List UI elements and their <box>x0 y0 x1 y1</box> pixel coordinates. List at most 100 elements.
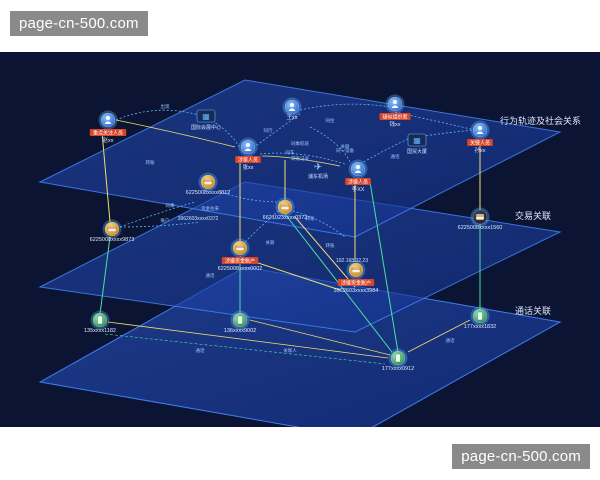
person-icon <box>104 116 112 124</box>
node-label: 张xx <box>242 163 253 171</box>
node-label: 136xxxx9002 <box>224 328 256 334</box>
edge-label: 通话 <box>391 153 400 160</box>
place-label: 国贸大厦 <box>407 148 427 155</box>
node-label: 钱xx <box>389 120 400 128</box>
svg-text:涉嫌人员: 涉嫌人员 <box>348 179 368 186</box>
node-card[interactable]: 6225008xxxx1560 <box>458 207 503 232</box>
node-card[interactable]: 6225008xxxx8812 <box>186 172 231 197</box>
node-tag: 关键人员 <box>467 139 493 147</box>
edge-label: 转账 <box>306 215 315 222</box>
relationship-graph-canvas: 行为轨迹及社会关系 交易关联 通话关联 <box>0 52 600 427</box>
edge-label: 同乘 <box>166 202 175 209</box>
edge-label: 同车 <box>286 149 295 156</box>
svg-text:涉嫌资金账户: 涉嫌资金账户 <box>225 258 255 265</box>
place-node[interactable]: ✈ 浦东机场 <box>308 162 328 180</box>
bank-card-icon <box>351 266 361 273</box>
node-label: 177xxxx1832 <box>464 324 496 330</box>
node-label: 6621023xxxx0372 <box>263 215 308 221</box>
node-tag: 疑似组织者 <box>379 113 411 121</box>
svg-text:重点关注人员: 重点关注人员 <box>93 130 123 137</box>
node-label: 6225008xxxx9873 <box>90 237 135 243</box>
svg-text:涉嫌资金账户: 涉嫌资金账户 <box>341 280 371 287</box>
layer-trade-plane <box>38 181 562 333</box>
svg-text:疑似组织者: 疑似组织者 <box>382 114 407 121</box>
node-phone[interactable]: 177xxxx0912 <box>382 348 414 373</box>
node-tag: 涉嫌资金账户 <box>221 257 259 265</box>
edge-labels: 出现同行同住通话转账关联同车同乘航班转账记录同一设备账户同乘资金往来转账通话关联… <box>146 103 455 354</box>
node-label: 李XX <box>352 185 365 193</box>
watermark-top: page-cn-500.com <box>10 11 148 36</box>
edge-label: 同行 <box>264 127 273 134</box>
node-tag: 涉嫌资金账户 <box>337 279 375 287</box>
bank-card-icon <box>235 244 245 251</box>
edge-label: 转账 <box>146 159 155 166</box>
relationship-graph: 行为轨迹及社会关系 交易关联 通话关联 <box>38 79 581 427</box>
bank-card-icon <box>475 213 485 220</box>
node-label: 3962603xxxx3984 <box>334 288 379 294</box>
node-label: 孙xx <box>474 146 485 154</box>
node-label: 135xxxx1182 <box>84 328 116 334</box>
svg-text:关键人员: 关键人员 <box>470 140 490 147</box>
node-phone[interactable]: 136xxxx9002 <box>224 310 256 335</box>
node-tag: 重点关注人员 <box>89 129 127 137</box>
node-label: 6225008xxxx0002 <box>218 266 263 272</box>
edge-label: 通话 <box>196 347 205 354</box>
node-label: 6225008xxxx8812 <box>186 190 231 196</box>
bank-card-icon <box>203 178 213 185</box>
node-label: 6225008xxxx1560 <box>458 225 503 231</box>
building-icon: ▦ <box>202 112 210 121</box>
person-icon <box>476 126 484 134</box>
building-icon: ▦ <box>413 136 421 145</box>
edge-label: 通话 <box>446 337 455 344</box>
watermark-bottom: page-cn-500.com <box>452 444 590 469</box>
mid-card-label: 3962603xxxx0372 <box>178 216 219 222</box>
layer-social-plane <box>38 79 562 238</box>
edge-label: 资金往来 <box>201 205 219 212</box>
edge-label: 账户 <box>161 217 170 224</box>
plane-icon: ✈ <box>314 162 322 173</box>
person-icon <box>354 165 362 173</box>
person-icon <box>391 100 399 108</box>
layer-label-social: 行为轨迹及社会关系 <box>500 115 581 126</box>
bank-card-icon <box>107 225 117 232</box>
phone-icon <box>97 315 103 325</box>
edge-label: 转账记录 <box>291 155 309 162</box>
layer-label-trade: 交易关联 <box>515 210 551 221</box>
edge-label: 出现 <box>161 103 170 110</box>
bank-card-icon <box>280 203 290 210</box>
edge-label: 同乘航班 <box>291 140 309 147</box>
edge-label: 同一设备 <box>336 147 354 154</box>
svg-text:涉案人员: 涉案人员 <box>238 157 258 164</box>
edge-label: 转账 <box>326 242 335 249</box>
node-phone[interactable]: 135xxxx1182 <box>84 310 116 335</box>
node-label: 赵xx <box>102 136 113 144</box>
edge-label: 关联人 <box>283 347 297 354</box>
place-node[interactable]: ▦ 国贸大厦 <box>407 133 427 155</box>
ip-address-label: 192.168.32.23 <box>336 258 368 264</box>
place-node[interactable]: ▦ 国际会展中心 <box>191 109 221 131</box>
phone-icon <box>395 353 401 363</box>
person-icon <box>244 143 252 151</box>
node-card[interactable]: 6621023xxxx0372 <box>263 197 308 222</box>
node-label: 177xxxx0912 <box>382 366 414 372</box>
edge-label: 关联 <box>266 239 275 246</box>
person-icon <box>288 103 296 111</box>
node-tag: 涉案人员 <box>235 156 261 164</box>
node-phone[interactable]: 177xxxx1832 <box>464 306 496 331</box>
node-tag: 涉嫌人员 <box>345 178 371 186</box>
node-label: 王xx <box>286 114 297 121</box>
phone-icon <box>477 311 483 321</box>
edge-label: 同住 <box>326 117 335 124</box>
layer-label-call: 通话关联 <box>515 305 551 316</box>
node-person[interactable]: 王xx <box>282 97 302 122</box>
node-card[interactable]: 6225008xxxx9873 <box>90 219 135 244</box>
edge-label: 通话 <box>206 272 215 279</box>
